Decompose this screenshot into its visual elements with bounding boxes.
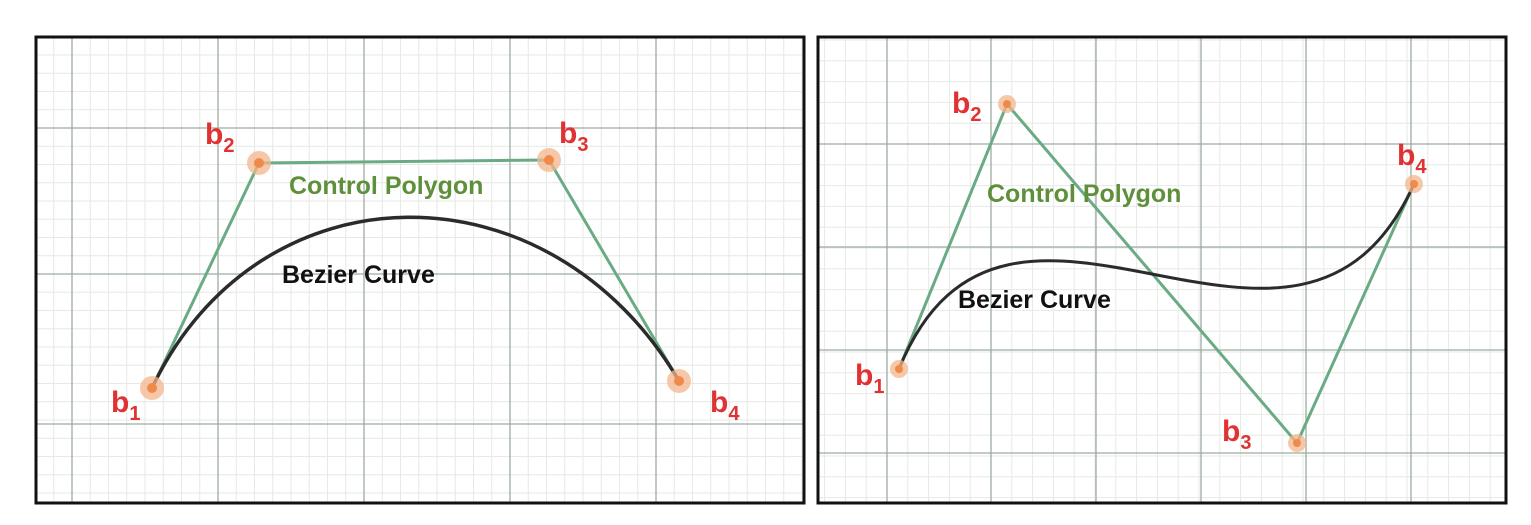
left-control-point-b2 xyxy=(247,151,271,175)
left-control-point-b4 xyxy=(667,369,691,393)
left-grid xyxy=(36,37,804,503)
left-polygon-label: Control Polygon xyxy=(289,172,483,200)
right-curve-label: Bezier Curve xyxy=(958,286,1111,314)
right-point-label-b3: b3 xyxy=(1222,415,1251,454)
left-curve-label: Bezier Curve xyxy=(282,261,435,289)
left-panel-frame xyxy=(34,35,806,505)
left-point-label-b3: b3 xyxy=(559,117,588,156)
right-control-point-b1 xyxy=(890,360,908,378)
right-polygon-label: Control Polygon xyxy=(987,180,1181,208)
left-point-label-b4: b4 xyxy=(710,386,740,425)
left-panel-background xyxy=(36,37,804,503)
left-control-point-b1 xyxy=(140,376,164,400)
right-point-label-b1: b1 xyxy=(855,359,884,398)
left-bezier-curve xyxy=(150,215,681,389)
right-point-label-b4: b4 xyxy=(1397,139,1427,178)
right-point-label-b2: b2 xyxy=(952,87,981,126)
left-control-polygon xyxy=(150,158,681,389)
left-control-point-b3 xyxy=(537,148,561,172)
right-bezier-curve xyxy=(897,183,1416,370)
right-panel-background xyxy=(818,37,1506,503)
right-panel-frame xyxy=(816,35,1508,505)
left-point-label-b1: b1 xyxy=(111,386,140,425)
left-point-label-b2: b2 xyxy=(205,118,234,157)
right-control-point-b3 xyxy=(1288,434,1306,452)
left-panel: Control Polygon Bezier Curve b1 b2 b3 b4 xyxy=(34,35,806,505)
right-panel: Control Polygon Bezier Curve b1 b2 b3 b4 xyxy=(816,35,1508,505)
right-control-point-b4 xyxy=(1405,175,1423,193)
right-control-point-b2 xyxy=(998,95,1016,113)
